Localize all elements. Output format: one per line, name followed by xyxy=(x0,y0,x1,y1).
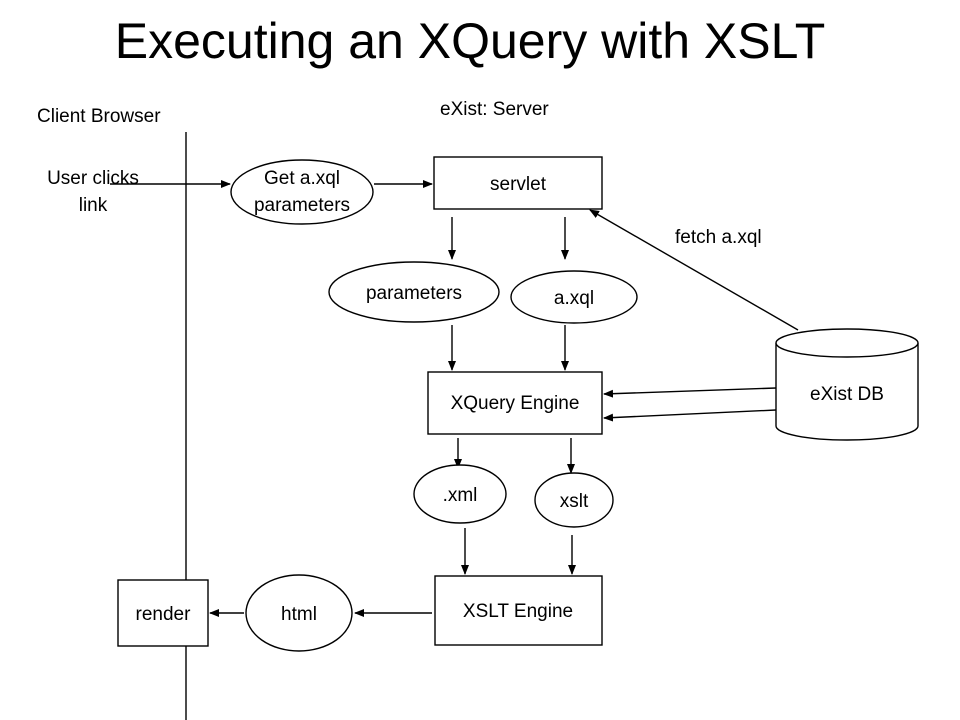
servlet-node xyxy=(433,156,603,210)
xquery-engine-label: XQuery Engine xyxy=(451,393,580,414)
parameters-node xyxy=(328,261,500,323)
get-params-label-line1: Get a.xql xyxy=(264,168,340,189)
xslt-node xyxy=(534,472,614,528)
xml-label: .xml xyxy=(443,485,478,506)
arrow-db-to-servlet xyxy=(589,209,799,331)
axql-node xyxy=(510,270,638,324)
get-params-node xyxy=(230,159,374,225)
html-node xyxy=(245,574,353,652)
xslt-engine-node xyxy=(434,575,603,646)
xslt-label: xslt xyxy=(560,491,589,512)
servlet-label: servlet xyxy=(490,174,547,195)
xml-node xyxy=(413,464,507,524)
arrow-db-to-xquery-1 xyxy=(603,387,777,398)
server-label: eXist: Server xyxy=(440,99,549,120)
arrow-db-to-xquery-2 xyxy=(603,409,777,422)
xquery-engine-node xyxy=(427,371,603,435)
html-label: html xyxy=(281,604,317,625)
render-node xyxy=(117,579,209,647)
user-clicks-label-line1: User clicks xyxy=(47,168,139,189)
get-params-label-line2: parameters xyxy=(254,195,350,216)
fetch-label: fetch a.xql xyxy=(675,227,762,248)
client-browser-label: Client Browser xyxy=(37,106,161,127)
parameters-label: parameters xyxy=(366,283,462,304)
diagram-title: Executing an XQuery with XSLT xyxy=(115,13,826,69)
axql-label: a.xql xyxy=(554,288,594,309)
xslt-engine-label: XSLT Engine xyxy=(463,601,573,622)
exist-db-label: eXist DB xyxy=(810,384,884,405)
user-clicks-label-line2: link xyxy=(79,195,108,216)
render-label: render xyxy=(136,604,192,625)
exist-db-node xyxy=(775,328,919,441)
